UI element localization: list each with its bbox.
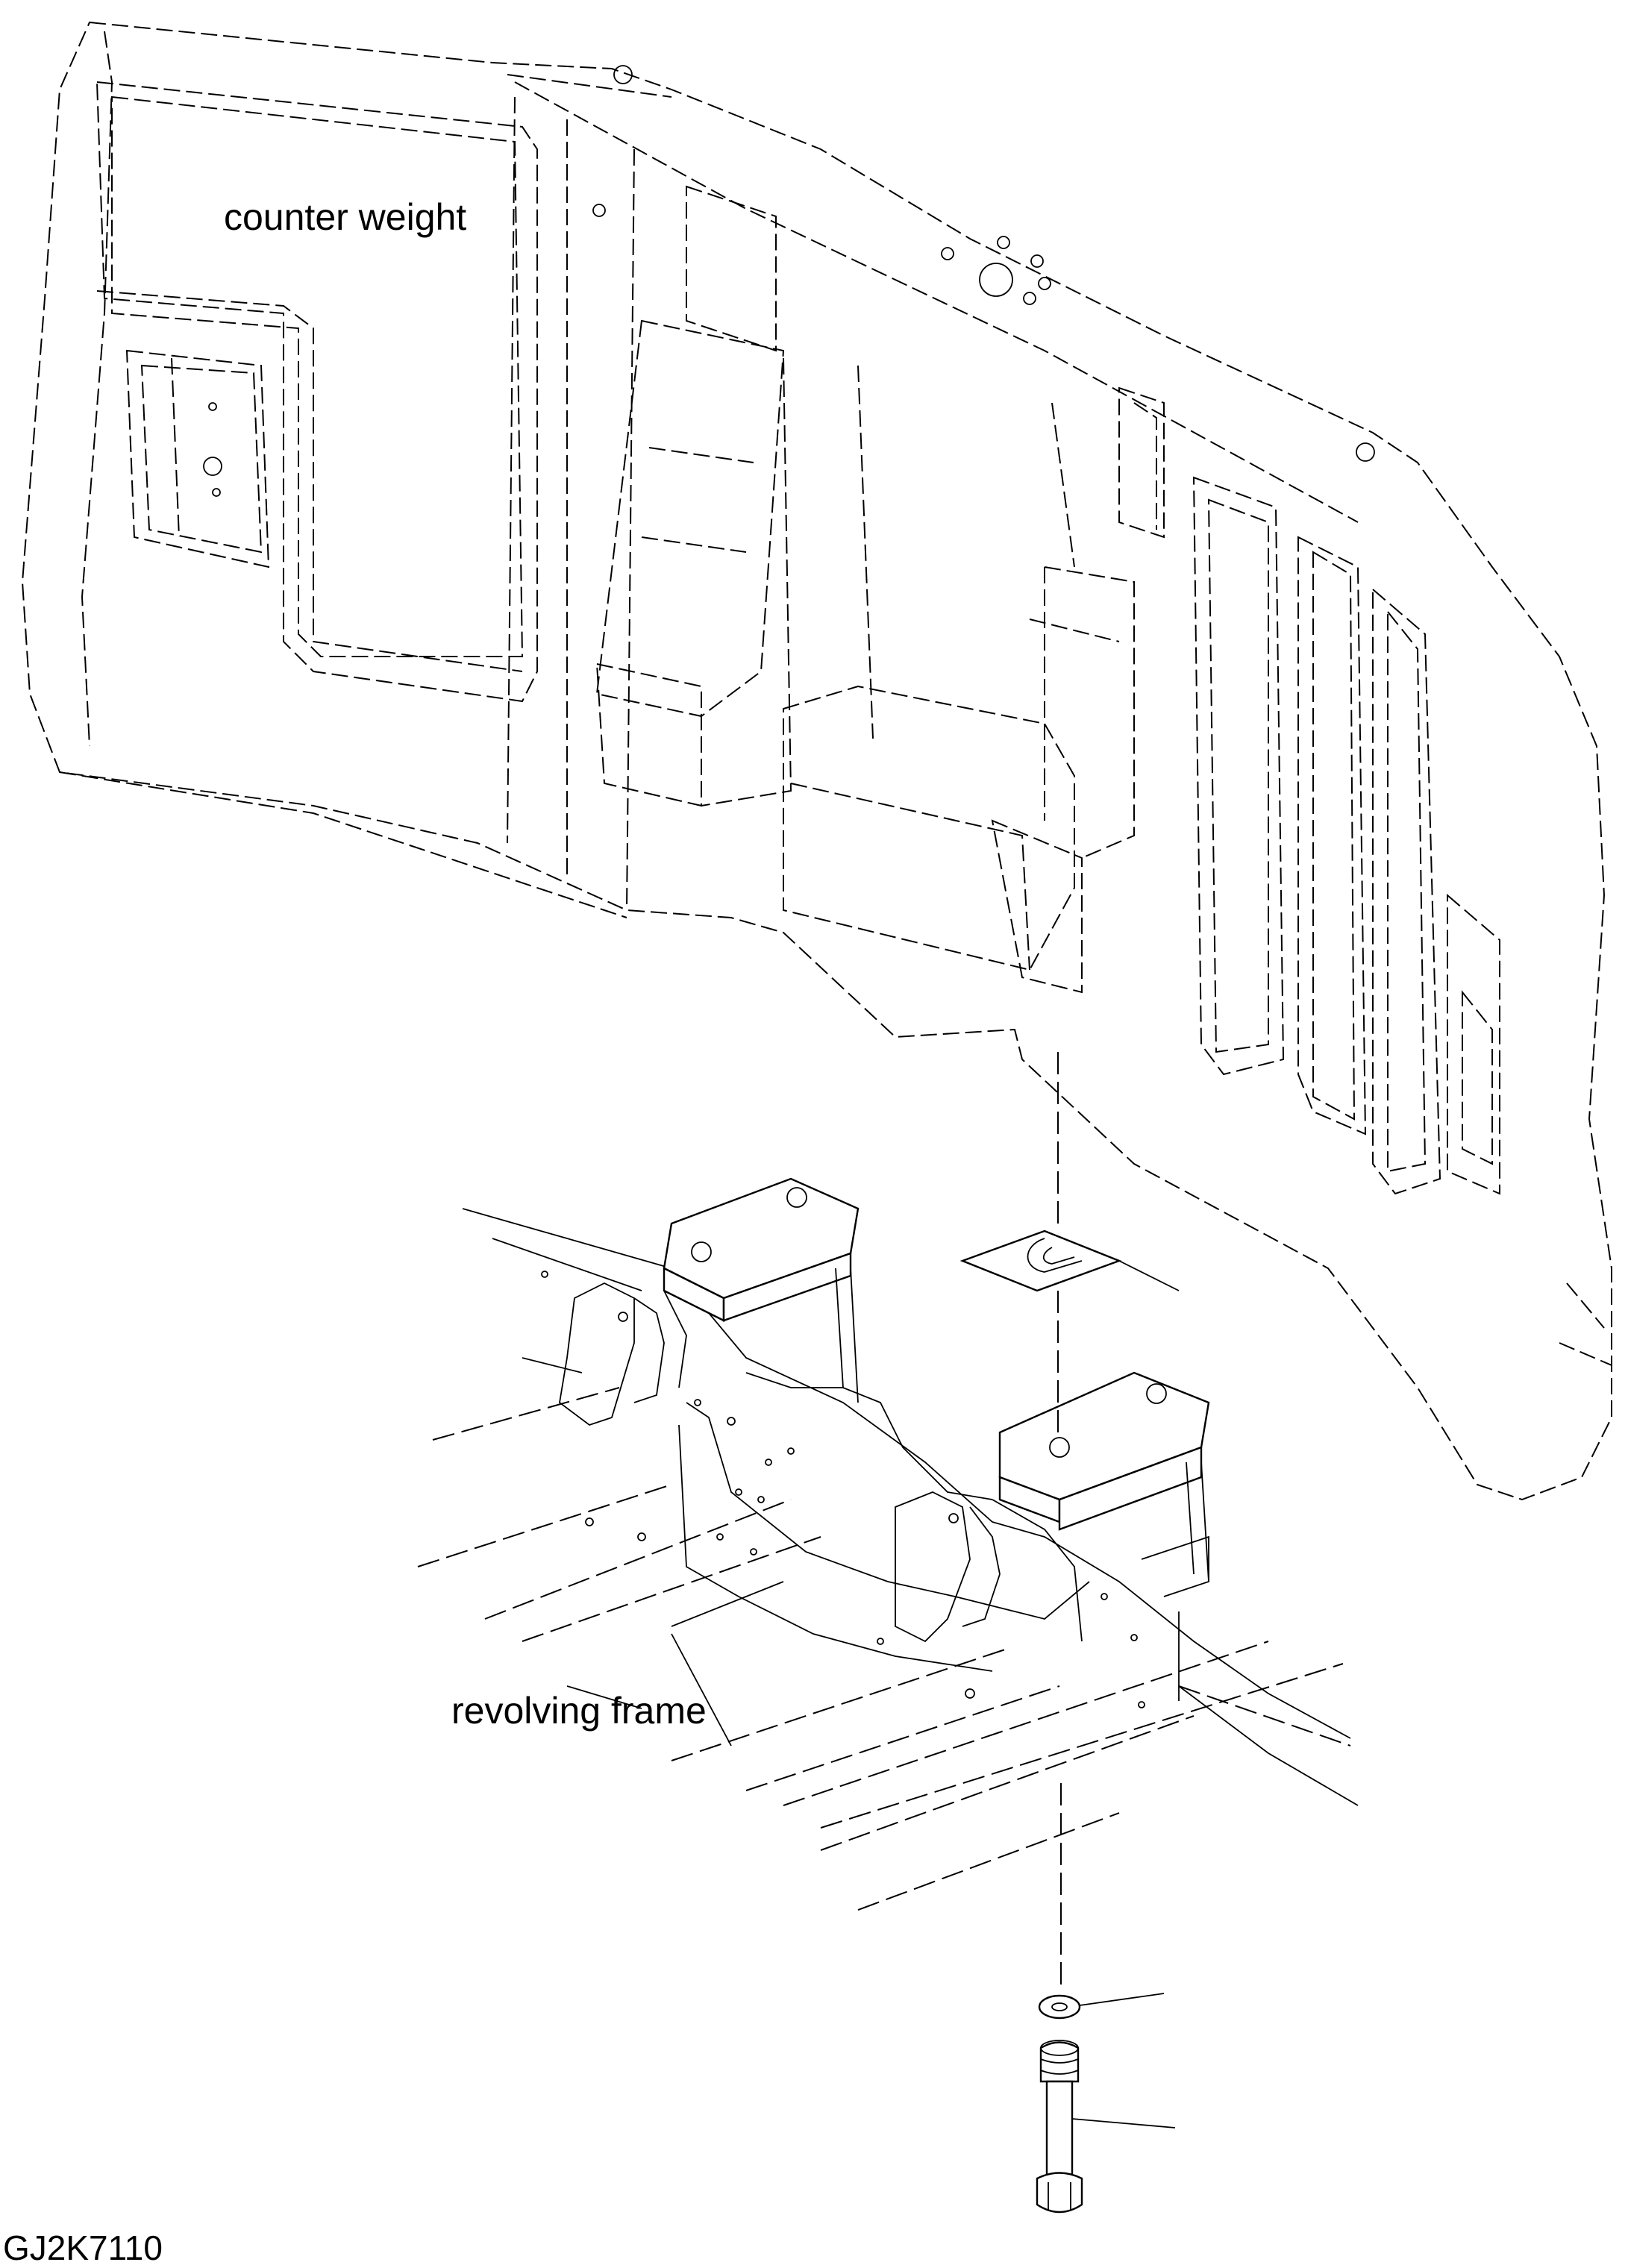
counter-weight-part — [22, 22, 1612, 1500]
revolving-frame-part — [418, 1179, 1358, 1910]
assembly-center-lines — [1058, 1052, 1061, 1985]
bolt-part — [1037, 2040, 1175, 2212]
drawing-code-label: GJ2K7110 — [3, 2228, 163, 2267]
washer-part — [1039, 1993, 1164, 2018]
shim-part — [962, 1231, 1179, 1291]
counter-weight-label: counter weight — [224, 196, 467, 238]
revolving-frame-label: revolving frame — [451, 1690, 707, 1732]
